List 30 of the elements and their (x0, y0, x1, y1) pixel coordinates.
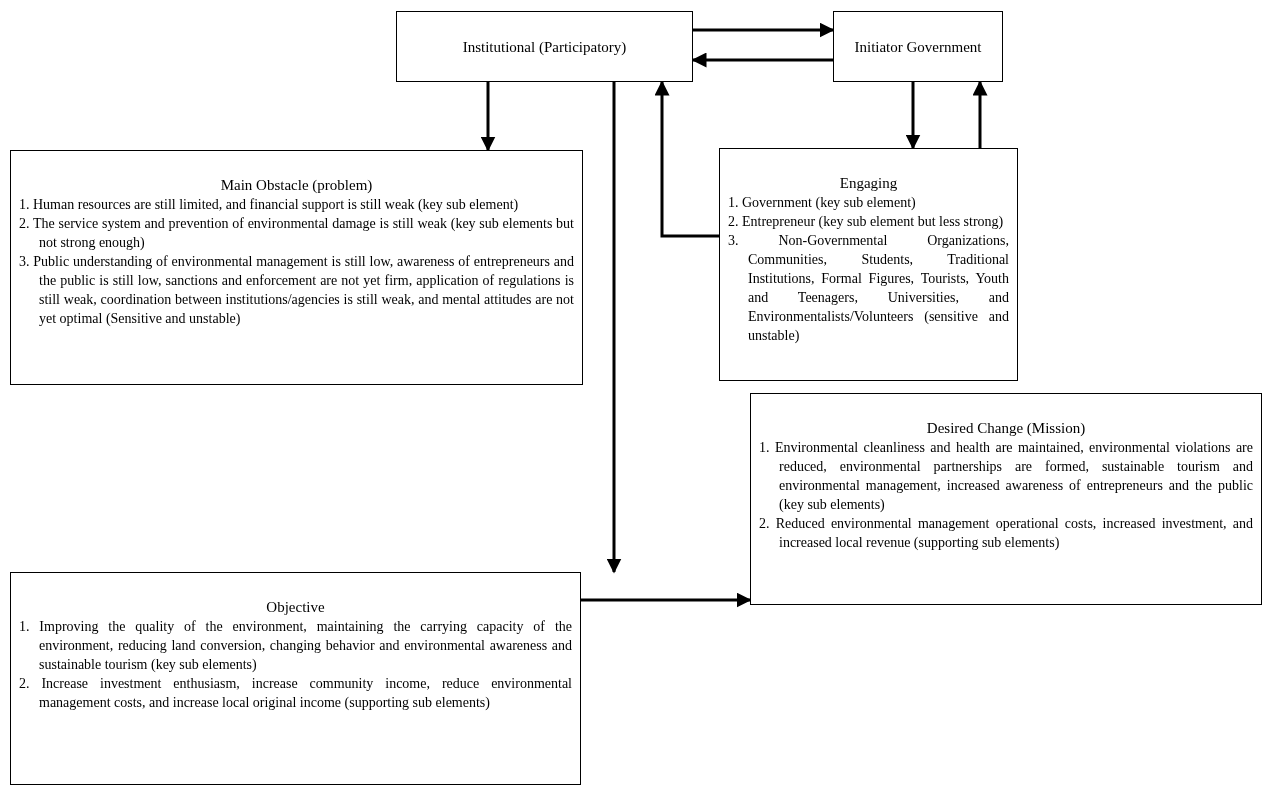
actor-box (396, 11, 693, 82)
box-title: Objective (265, 598, 326, 617)
list-item: 1. Human resources are still limited, and financial support is still weak (key sub element) (19, 196, 520, 214)
arrow (581, 592, 752, 608)
list-item: 2. The service system and prevention of environmental damage is still weak (key sub elements but not strong enough) (19, 215, 574, 252)
arrow (480, 82, 496, 152)
box-title: Initiator Government (854, 37, 982, 57)
arrow (905, 82, 921, 150)
actor-box (833, 11, 1003, 82)
arrow (691, 52, 833, 68)
list-box (10, 572, 581, 785)
arrow (972, 80, 988, 148)
list-item: 2. Reduced environmental management operational costs, increased investment, and increased local revenue (supporting sub elements) (759, 515, 1253, 552)
list-item: 2. Increase investment enthusiasm, increase community income, reduce environmental management costs, and increase local original income (supporting sub elements) (19, 675, 572, 712)
list-box (719, 148, 1018, 381)
list-item: 3. Non-Governmental Organizations, Communities, Students, Traditional Institutions, Formal Figures, Tourists, Youth and Teenagers, Universities, and Environmentalists/Volunteers (sensitive and unstable) (728, 232, 1009, 345)
list-item: 1. Government (key sub element) (728, 194, 917, 212)
arrow (654, 80, 719, 238)
box-title: Desired Change (Mission) (925, 419, 1087, 438)
list-box (750, 393, 1262, 605)
box-title: Institutional (Participatory) (462, 37, 627, 57)
box-title: Engaging (838, 174, 899, 193)
list-item: 1. Environmental cleanliness and health are maintained, environmental violations are reduced, environmental partnerships are formed, sustainable tourism and environmental management, increased awareness of entrepreneurs and the public (key sub elements) (759, 439, 1253, 514)
arrow (606, 82, 622, 574)
box-title: Main Obstacle (problem) (219, 176, 374, 195)
list-item: 2. Entrepreneur (key sub element but less strong) (728, 213, 1005, 231)
arrow (693, 22, 835, 38)
list-item: 3. Public understanding of environmental management is still low, awareness of entrepreneurs and the public is still low, sanctions and enforcement are not yet firm, application of regulations is still weak, coordination between institutions/agencies is still weak, and mental attitudes are not yet optimal (Sensitive and unstable) (19, 253, 574, 328)
list-item: 1. Improving the quality of the environment, maintaining the carrying capacity of the environment, reducing land conversion, changing behavior and environmental awareness and sustainable tourism (key sub elements) (19, 618, 572, 674)
list-box (10, 150, 583, 385)
